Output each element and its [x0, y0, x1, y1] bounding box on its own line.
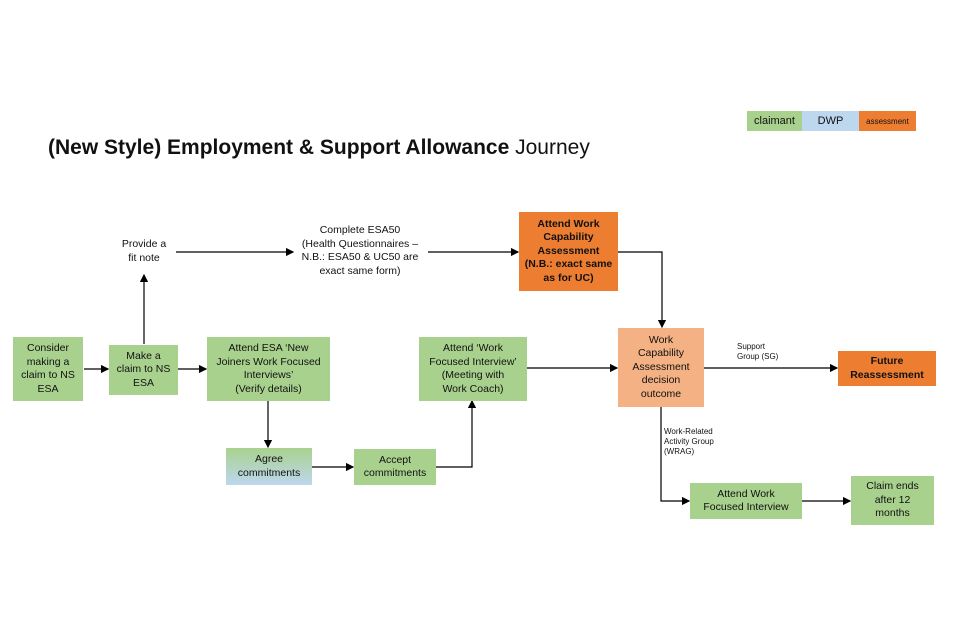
- node-accept-commitments: Accept commitments: [354, 449, 436, 485]
- node-complete-esa50: Complete ESA50 (Health Questionnaires – …: [301, 224, 419, 277]
- legend: claimant DWP assessment: [747, 111, 916, 131]
- node-fit-note: Provide a fit note: [121, 238, 167, 264]
- node-attend-wca: Attend Work Capability Assessment (N.B.:…: [519, 212, 618, 291]
- node-claim-ends: Claim ends after 12 months: [851, 476, 934, 525]
- label-wrag: Work-Related Activity Group (WRAG): [664, 427, 714, 456]
- arrow-outcome-to-attend-wfi: [660, 407, 691, 506]
- legend-dwp: DWP: [802, 111, 859, 131]
- label-support-group: Support Group (SG): [737, 342, 779, 361]
- arrow-wca-to-outcome: [618, 251, 667, 329]
- page-title: (New Style) Employment & Support Allowan…: [48, 136, 590, 159]
- legend-assessment: assessment: [859, 111, 916, 131]
- node-wca-decision-outcome: Work Capability Assessment decision outc…: [618, 328, 704, 407]
- arrow-accept-to-wfi: [436, 399, 477, 468]
- node-attend-work-focused-interview: Attend Work Focused Interview: [690, 483, 802, 519]
- node-attend-esa-interviews: Attend ESA ‘New Joiners Work Focused Int…: [207, 337, 330, 401]
- node-future-reassessment: Future Reassessment: [838, 351, 936, 386]
- node-work-focused-interview-coach: Attend ‘Work Focused Interview’ (Meeting…: [419, 337, 527, 401]
- node-make-claim: Make a claim to NS ESA: [109, 345, 178, 395]
- node-consider-claim: Consider making a claim to NS ESA: [13, 337, 83, 401]
- node-agree-commitments: Agree commitments: [226, 448, 312, 485]
- legend-claimant: claimant: [747, 111, 802, 131]
